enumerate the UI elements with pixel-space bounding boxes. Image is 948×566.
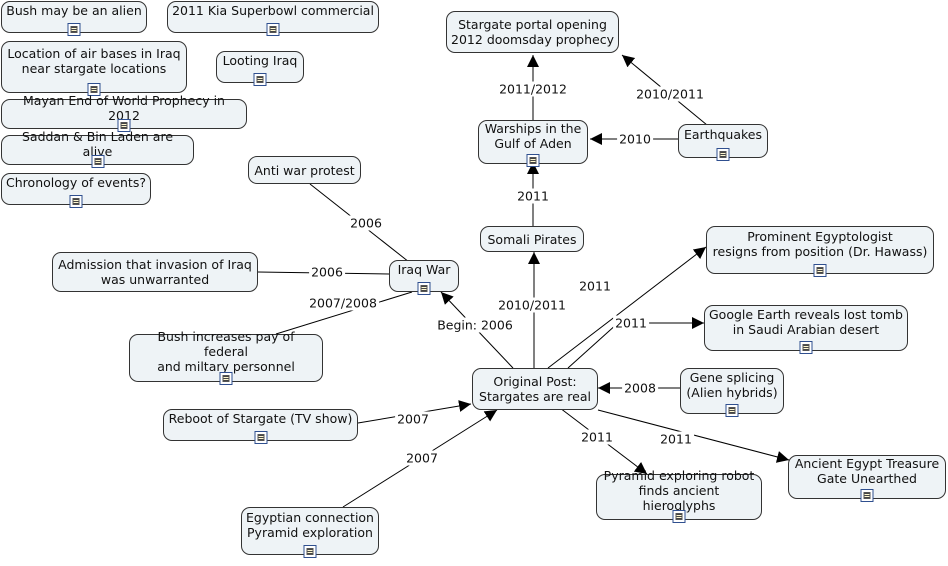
node-label: Location of air bases in Iraq near starg… bbox=[7, 45, 181, 76]
node-label: Original Post: Stargates are real bbox=[479, 374, 591, 404]
node-chronology[interactable]: Chronology of events? bbox=[1, 173, 151, 208]
document-icon[interactable] bbox=[91, 155, 104, 168]
edge-label-original-somali: 2010/2011 bbox=[496, 297, 568, 313]
node-looting-iraq[interactable]: Looting Iraq bbox=[216, 51, 304, 86]
node-anti-war[interactable]: Anti war protest bbox=[248, 156, 361, 184]
edge-label-original-iraq: Begin: 2006 bbox=[435, 317, 515, 333]
edge-label-admission-iraq: 2006 bbox=[309, 264, 345, 280]
node-gene-splicing[interactable]: Gene splicing (Alien hybrids) bbox=[680, 368, 784, 417]
document-icon[interactable] bbox=[266, 23, 280, 36]
node-iraq-war[interactable]: Iraq War bbox=[389, 260, 459, 295]
node-ancient-egypt[interactable]: Ancient Egypt Treasure Gate Unearthed bbox=[788, 455, 946, 502]
edge-label-gene-original: 2008 bbox=[622, 380, 658, 396]
node-egyptian-connection[interactable]: Egyptian connection Pyramid exploration bbox=[241, 507, 379, 558]
node-label: Gene splicing (Alien hybrids) bbox=[686, 369, 778, 400]
node-label: Pyramid exploring robot finds ancient hi… bbox=[603, 468, 755, 513]
node-pyramid-robot[interactable]: Pyramid exploring robot finds ancient hi… bbox=[596, 468, 762, 523]
node-admission[interactable]: Admission that invasion of Iraq was unwa… bbox=[52, 252, 258, 292]
node-reboot-stargate[interactable]: Reboot of Stargate (TV show) bbox=[163, 409, 358, 444]
document-icon[interactable] bbox=[87, 83, 101, 96]
node-original-post[interactable]: Original Post: Stargates are real bbox=[472, 368, 598, 410]
node-mayan[interactable]: Mayan End of World Prophecy in 2012 bbox=[1, 93, 247, 132]
document-icon[interactable] bbox=[303, 545, 317, 558]
edge-label-egyptian-original: 2007 bbox=[404, 450, 440, 466]
edge-label-original-google: 2011 bbox=[613, 315, 649, 331]
node-bush-alien[interactable]: Bush may be an alien bbox=[1, 1, 147, 36]
node-label: Admission that invasion of Iraq was unwa… bbox=[58, 257, 252, 287]
edge-label-original-pyramid: 2011 bbox=[579, 429, 615, 445]
node-warships[interactable]: Warships in the Gulf of Aden bbox=[478, 120, 588, 167]
document-icon[interactable] bbox=[117, 119, 131, 132]
document-icon[interactable] bbox=[526, 154, 540, 167]
node-label: Mayan End of World Prophecy in 2012 bbox=[23, 92, 225, 123]
node-saddan[interactable]: Saddan & Bin Laden are alive bbox=[1, 129, 194, 168]
edge-original-google bbox=[567, 322, 619, 369]
edge-label-original-ancient: 2011 bbox=[658, 431, 694, 447]
document-icon[interactable] bbox=[725, 404, 739, 417]
node-label: Earthquakes bbox=[683, 127, 763, 142]
edge-label-reboot-original: 2007 bbox=[395, 411, 431, 427]
edge-label-bushpay-iraq: 2007/2008 bbox=[307, 295, 379, 311]
node-label: 2011 Kia Superbowl commercial bbox=[172, 3, 374, 18]
document-icon[interactable] bbox=[67, 23, 81, 36]
node-label: Google Earth reveals lost tomb in Saudi … bbox=[709, 306, 903, 337]
edge-bushpay-iraq bbox=[275, 291, 413, 335]
node-stargate-portal[interactable]: Stargate portal opening 2012 doomsday pr… bbox=[446, 11, 619, 53]
node-label: Warships in the Gulf of Aden bbox=[484, 120, 582, 151]
node-label: Prominent Egyptologist resigns from posi… bbox=[712, 228, 928, 259]
document-icon[interactable] bbox=[813, 264, 827, 277]
node-egyptologist[interactable]: Prominent Egyptologist resigns from posi… bbox=[706, 226, 934, 277]
document-icon[interactable] bbox=[254, 431, 267, 444]
edge-label-original-egyptologist: 2011 bbox=[577, 278, 613, 294]
node-label: Anti war protest bbox=[254, 162, 355, 178]
node-label: Egyptian connection Pyramid exploration bbox=[246, 509, 374, 540]
edge-original-egyptologist bbox=[547, 246, 707, 369]
node-air-bases[interactable]: Location of air bases in Iraq near starg… bbox=[1, 41, 187, 96]
document-icon[interactable] bbox=[860, 489, 874, 502]
node-label: Reboot of Stargate (TV show) bbox=[168, 411, 353, 426]
document-icon[interactable] bbox=[716, 148, 730, 161]
document-icon[interactable] bbox=[799, 341, 813, 354]
node-label: Bush increases pay of federal and miltar… bbox=[157, 329, 295, 374]
node-label: Looting Iraq bbox=[222, 53, 298, 68]
node-somali-pirates[interactable]: Somali Pirates bbox=[480, 226, 584, 252]
node-label: Chronology of events? bbox=[6, 175, 146, 190]
edge-label-somali-warships: 2011 bbox=[515, 188, 551, 204]
document-icon[interactable] bbox=[417, 282, 431, 295]
edge-label-warships-portal: 2011/2012 bbox=[497, 81, 569, 97]
node-label: Iraq War bbox=[397, 262, 451, 277]
node-label: Saddan & Bin Laden are alive bbox=[21, 128, 174, 159]
node-label: Somali Pirates bbox=[487, 231, 577, 247]
edge-label-earthquakes-warships: 2010 bbox=[617, 131, 653, 147]
node-kia-superbowl[interactable]: 2011 Kia Superbowl commercial bbox=[167, 1, 379, 36]
node-label: Bush may be an alien bbox=[6, 3, 142, 18]
edge-label-antiwar-iraq: 2006 bbox=[348, 215, 384, 231]
node-google-earth[interactable]: Google Earth reveals lost tomb in Saudi … bbox=[704, 305, 908, 354]
document-icon[interactable] bbox=[253, 73, 267, 86]
document-icon[interactable] bbox=[219, 372, 233, 385]
node-bush-pay[interactable]: Bush increases pay of federal and miltar… bbox=[129, 329, 323, 385]
edge-label-earthquakes-portal: 2010/2011 bbox=[634, 86, 706, 102]
document-icon[interactable] bbox=[672, 510, 686, 523]
node-label: Stargate portal opening 2012 doomsday pr… bbox=[451, 17, 614, 47]
node-label: Ancient Egypt Treasure Gate Unearthed bbox=[794, 455, 940, 486]
document-icon[interactable] bbox=[69, 195, 83, 208]
node-earthquakes[interactable]: Earthquakes bbox=[678, 124, 768, 161]
